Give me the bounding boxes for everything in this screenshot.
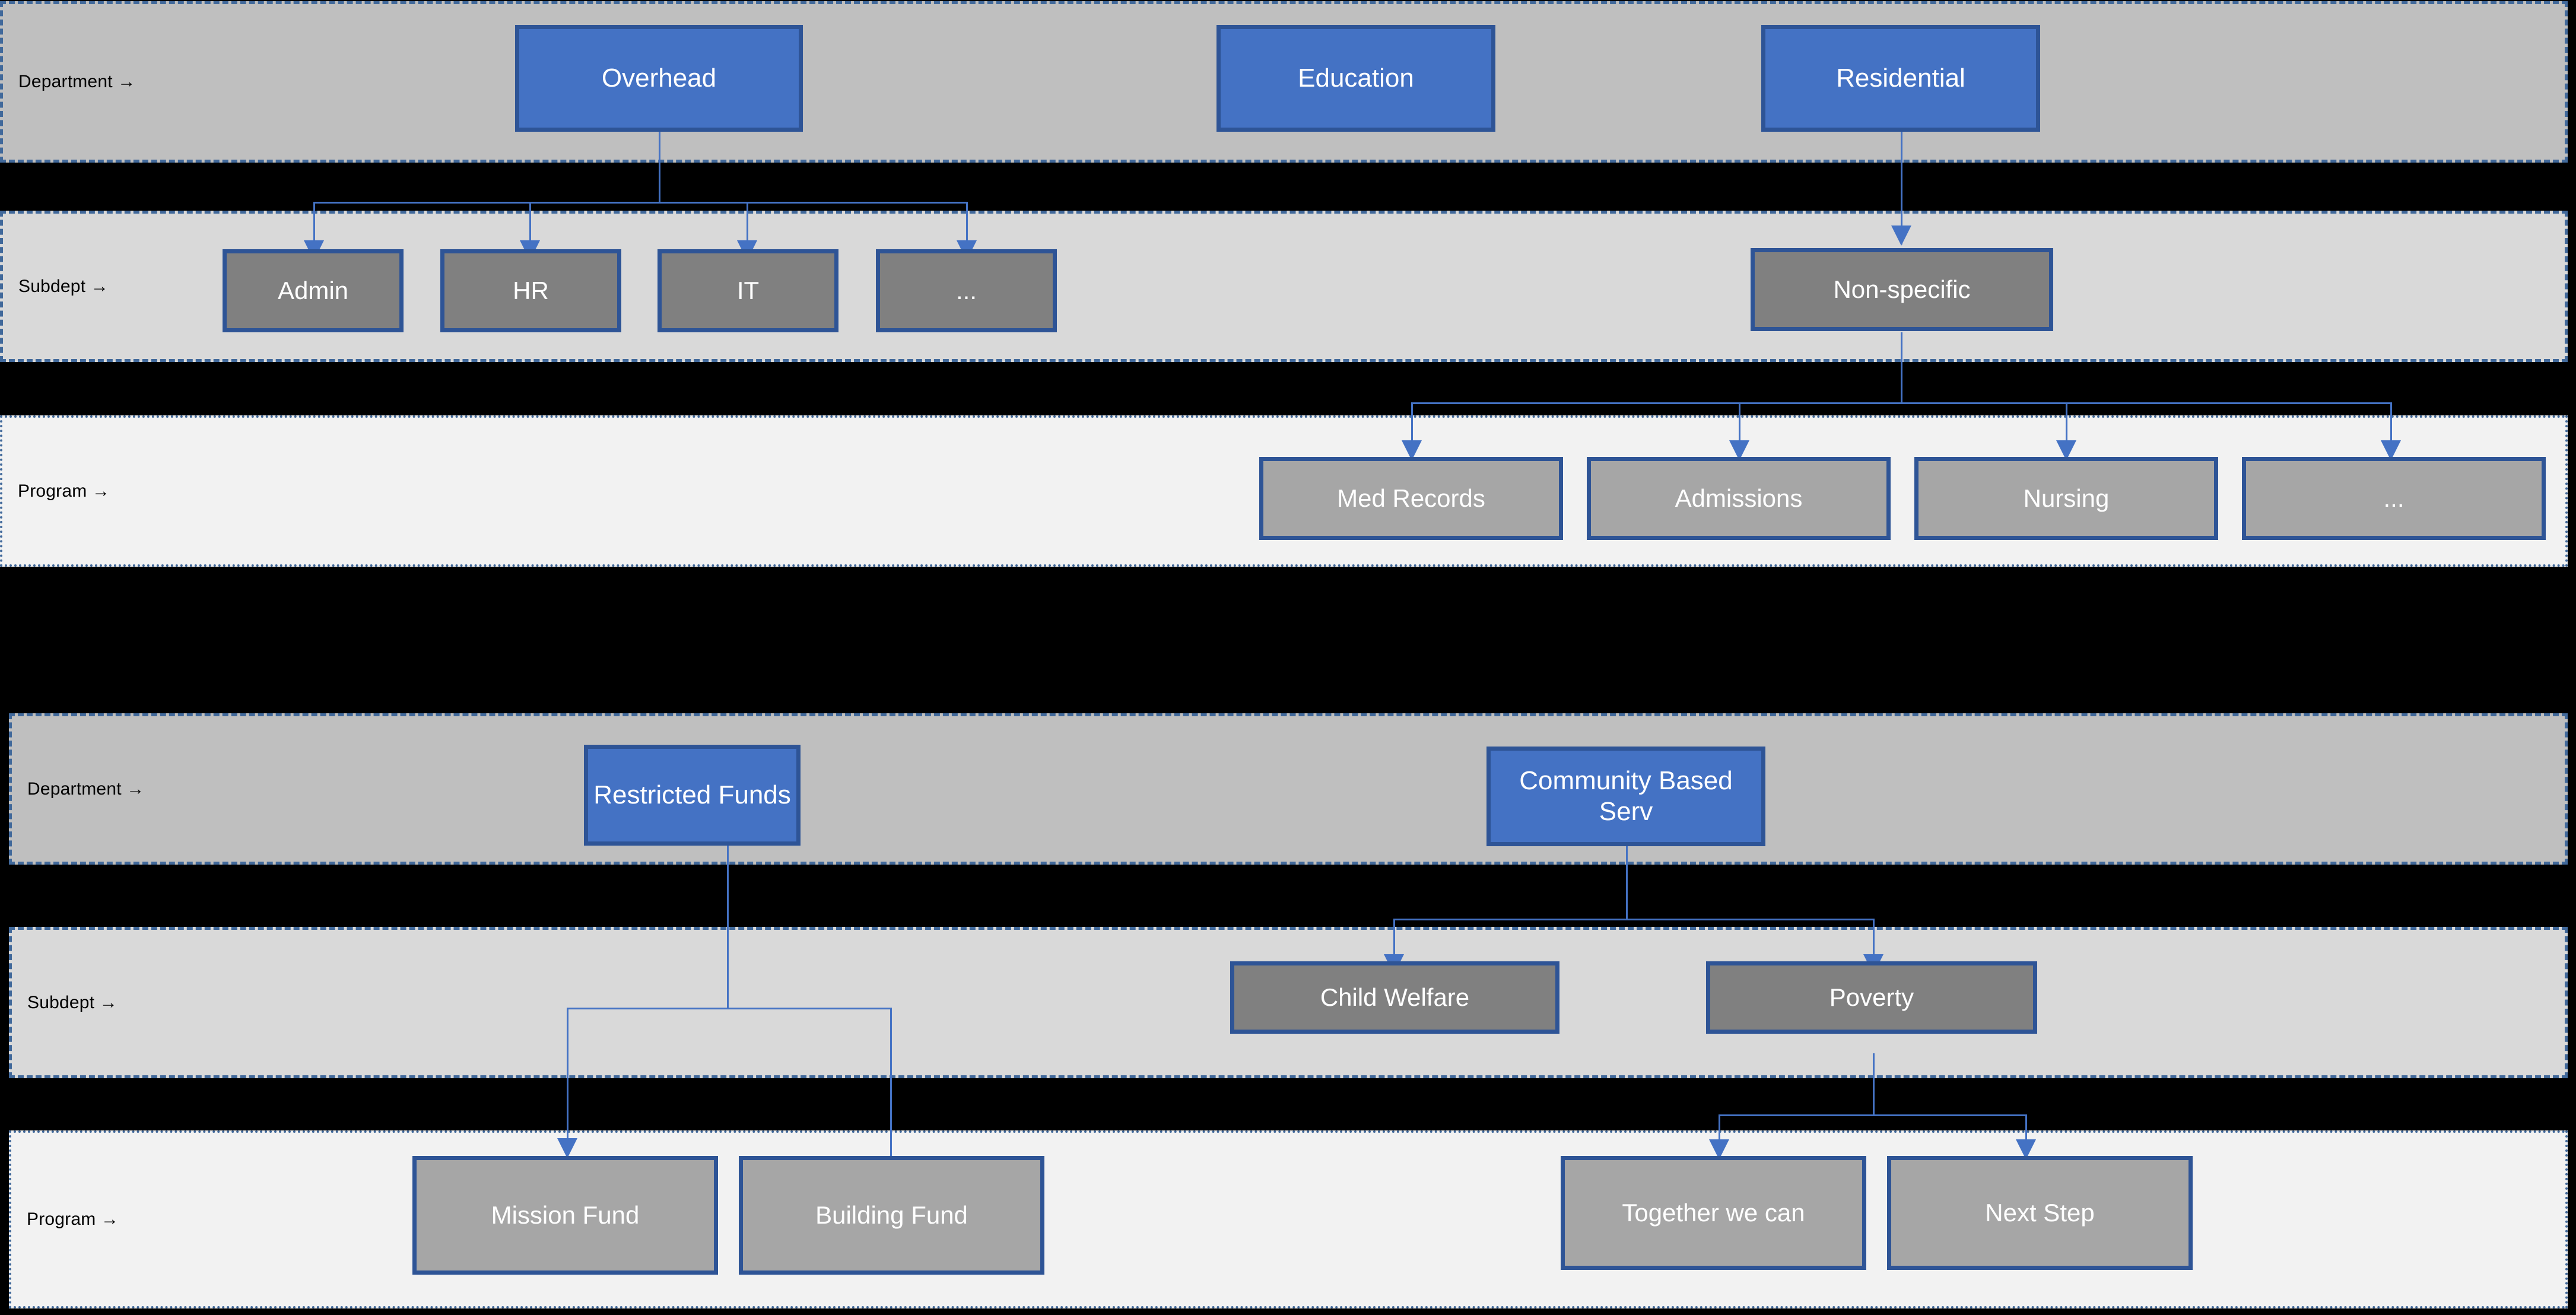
connector-to-child-welfare — [1393, 919, 1395, 975]
connector-to-poverty — [1873, 919, 1875, 975]
connector-restricted-funds-bus — [567, 1008, 890, 1009]
node-program-building-fund[interactable]: Building Fund — [739, 1156, 1044, 1275]
connector-to-mission-fund — [567, 1008, 568, 1159]
node-department-residential[interactable]: Residential — [1761, 25, 2040, 132]
connector-nonspecific-stem — [1901, 332, 1902, 404]
node-subdept-hr[interactable]: HR — [440, 249, 621, 332]
node-program-med-records[interactable]: Med Records — [1259, 457, 1563, 540]
connector-to-nursing — [2066, 402, 2067, 460]
node-department-education[interactable]: Education — [1216, 25, 1495, 132]
connector-cbs-stem — [1626, 846, 1628, 920]
node-program-admissions[interactable]: Admissions — [1587, 457, 1891, 540]
connector-nonspecific-bus — [1411, 402, 2390, 404]
connector-poverty-bus — [1719, 1114, 2027, 1116]
lane-label-department-bottom: Department → — [27, 779, 145, 799]
connector-to-next-step — [2025, 1114, 2027, 1161]
node-subdept-it[interactable]: IT — [658, 249, 838, 332]
connector-overhead-to-it — [747, 202, 748, 261]
node-program-more[interactable]: ... — [2242, 457, 2546, 540]
lane-label-department-top: Department → — [18, 72, 136, 91]
lane-department-bottom: Department → — [9, 713, 2568, 865]
lane-subdept-top: Subdept → — [0, 211, 2568, 362]
lane-label-program-bottom: Program → — [27, 1209, 119, 1229]
lane-label-subdept-bottom: Subdept → — [27, 992, 117, 1012]
node-department-restricted-funds[interactable]: Restricted Funds — [584, 745, 801, 846]
connector-overhead-to-more — [966, 202, 968, 261]
node-program-mission-fund[interactable]: Mission Fund — [412, 1156, 718, 1275]
arrow-nonspecific — [1891, 225, 1911, 246]
connector-restricted-funds-stem — [727, 846, 729, 1009]
connector-cbs-bus — [1393, 919, 1874, 920]
connector-to-together-we-can — [1719, 1114, 1720, 1161]
node-program-together-we-can[interactable]: Together we can — [1561, 1156, 1866, 1270]
arrow-mission-fund — [557, 1138, 577, 1158]
lane-label-program-top: Program → — [18, 481, 110, 501]
connector-to-building-fund — [890, 1008, 892, 1161]
node-subdept-poverty[interactable]: Poverty — [1706, 961, 2037, 1034]
connector-residential-to-nonspecific — [1901, 132, 1902, 244]
connector-overhead-bus — [313, 202, 966, 204]
node-department-community-based-serv[interactable]: Community Based Serv — [1486, 747, 1765, 846]
connector-overhead-to-hr — [529, 202, 531, 261]
connector-to-med-records — [1411, 402, 1413, 460]
connector-to-admissions — [1739, 402, 1740, 460]
node-subdept-non-specific[interactable]: Non-specific — [1751, 248, 2053, 331]
lane-label-subdept-top: Subdept → — [18, 276, 109, 296]
connector-poverty-stem — [1873, 1053, 1875, 1116]
node-subdept-child-welfare[interactable]: Child Welfare — [1230, 961, 1559, 1034]
node-subdept-more[interactable]: ... — [876, 249, 1057, 332]
node-department-overhead[interactable]: Overhead — [515, 25, 803, 132]
node-program-nursing[interactable]: Nursing — [1914, 457, 2218, 540]
node-program-next-step[interactable]: Next Step — [1887, 1156, 2193, 1270]
connector-overhead-stem — [659, 132, 660, 203]
node-subdept-admin[interactable]: Admin — [223, 249, 404, 332]
connector-to-program-more — [2390, 402, 2392, 460]
connector-overhead-to-admin — [313, 202, 315, 261]
